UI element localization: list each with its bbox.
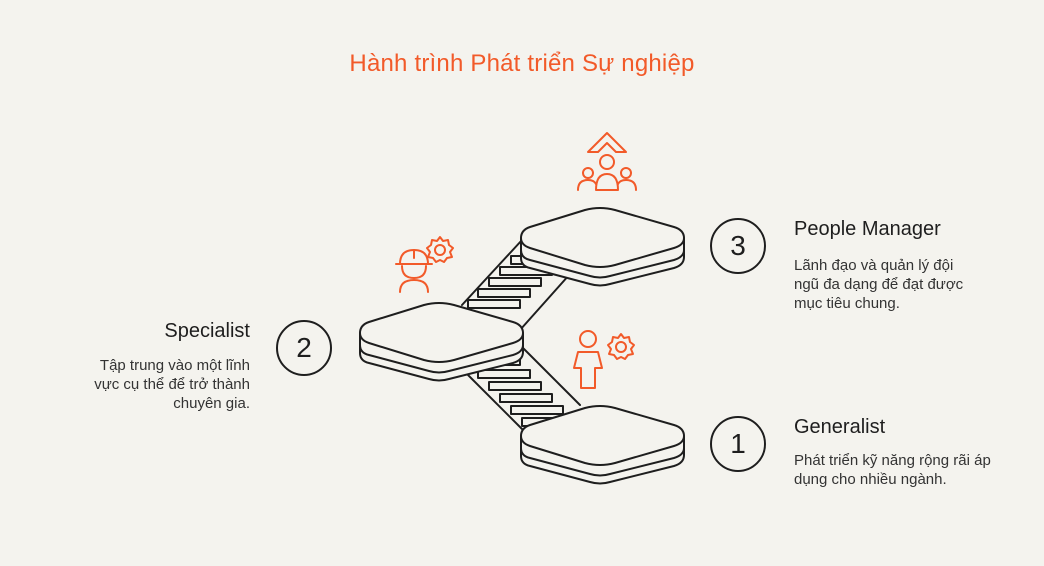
step-number-badge-2: 2 (276, 320, 332, 376)
worker-gear-icon (395, 236, 454, 293)
step-title-people-manager: People Manager (794, 218, 941, 240)
person-gear-icon (573, 330, 635, 389)
platform-2 (359, 302, 524, 382)
step-description-people-manager: Lãnh đạo và quản lý đội ngũ đa dạng để đ… (794, 257, 964, 312)
step-number-badge-1: 1 (710, 416, 766, 472)
step-number-badge-3: 3 (710, 218, 766, 274)
platform-1 (520, 405, 685, 485)
step-title-generalist: Generalist (794, 416, 886, 438)
diagram-title: Hành trình Phát triển Sự nghiệp (349, 50, 695, 77)
team-growth-icon (577, 132, 637, 191)
step-title-specialist: Specialist (164, 320, 250, 342)
step-description-generalist: Phát triển kỹ năng rộng rãi áp dụng cho … (794, 452, 991, 488)
step-description-specialist: Tập trung vào một lĩnh vực cụ thể để trở… (94, 357, 250, 412)
platform-3 (520, 207, 685, 287)
